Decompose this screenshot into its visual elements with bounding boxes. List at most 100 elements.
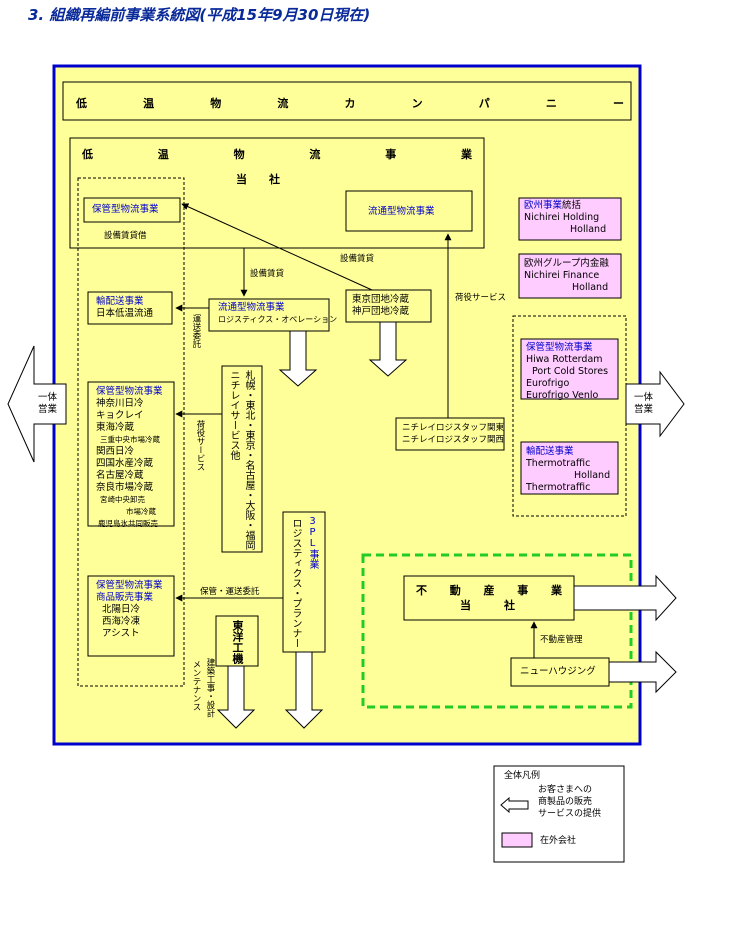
ryutsu-ops-box xyxy=(208,298,330,332)
company-header-box xyxy=(62,81,632,121)
tokyo-kobe-line2: 神戸団地冷蔵 xyxy=(352,306,410,317)
page-title: 3. 組織再編前事業系統図(平成15年9月30日現在) xyxy=(28,6,371,24)
ohshu-kinyu-text: 欧州グループ内金融 Nichirei Finance Holland xyxy=(524,258,609,294)
hokan-list-small: 宮崎中央卸売 xyxy=(100,495,145,504)
housing-right-arrow xyxy=(608,650,677,694)
euro-hokan-item: Port Cold Stores xyxy=(532,366,609,377)
fudosan-kanri-label: 不動産管理 xyxy=(540,635,583,645)
setsubi-label-2: 設備賃貸 xyxy=(250,269,285,279)
threepl-header: 3PL事業 xyxy=(307,516,318,569)
toyo-text: 東洋工機 xyxy=(231,620,244,664)
fudosan-char: 動 xyxy=(449,584,461,597)
business-char: 温 xyxy=(157,148,169,161)
company-char: ン xyxy=(411,97,423,110)
hokan-hanbai-box xyxy=(87,575,175,657)
niyaku-service-label: 荷役サービス xyxy=(455,293,507,303)
down-arrow-threepl xyxy=(284,651,324,729)
legend-arrow-line: サービスの提供 xyxy=(538,809,602,819)
euro-hokan-header: 保管型物流事業 xyxy=(526,342,593,353)
hokan-tosha-label: 保管型物流事業 xyxy=(92,204,159,215)
hokan-list-item: 奈良市場冷蔵 xyxy=(96,482,154,493)
hokan-list-item: 四国水産冷蔵 xyxy=(96,458,154,469)
ohshu-kinyu-line1: 欧州グループ内金融 xyxy=(524,258,609,269)
left-big-arrow xyxy=(7,345,67,463)
threepl-text: ロジスティクス・プランナー xyxy=(290,518,301,648)
ryutsu-tosha-box xyxy=(345,190,473,232)
hokan-hanbai-item: アシスト xyxy=(102,628,140,639)
tokyo-kobe-line1: 東京団地冷蔵 xyxy=(352,294,410,305)
unsou-itaku-label: 運送委託 xyxy=(191,314,201,348)
hokan-hanbai-item: 北陽日冷 xyxy=(102,604,141,615)
euro-yuhaiso-text: 輸配送事業 Thermotraffic Holland Thermotraffi… xyxy=(526,446,610,494)
euro-yuhaiso-header: 輸配送事業 xyxy=(526,446,574,457)
hokan-hanbai-header2: 商品販売事業 xyxy=(96,592,154,603)
legend-title: 全体凡例 xyxy=(504,771,541,781)
legend-arrow-text: お客さまへの 商製品の販売 サービスの提供 xyxy=(538,784,601,820)
down-arrow-toyo xyxy=(216,665,256,729)
business-char: 流 xyxy=(309,148,321,161)
tosha-label: 当 社 xyxy=(236,173,280,186)
fudosan-group xyxy=(361,553,633,709)
new-housing-label: ニューハウジング xyxy=(520,666,596,677)
business-char: 物 xyxy=(233,148,245,161)
ohshu-toukatsu-box xyxy=(518,197,622,241)
down-arrow-tokyo xyxy=(368,321,408,377)
company-char: ニ xyxy=(545,97,557,110)
company-char: 温 xyxy=(143,97,155,110)
euro-yuhaiso-box xyxy=(520,441,619,495)
company-char: ー xyxy=(613,97,624,110)
fudosan-char: 不 xyxy=(416,584,427,597)
setsubi-label-1: 設備賃貸借 xyxy=(104,231,147,241)
hokan-list-box xyxy=(87,381,175,527)
business-char: 低 xyxy=(82,148,93,161)
nihaiso-name: 日本低温流通 xyxy=(96,308,154,319)
hokan-list-item: 名古屋冷蔵 xyxy=(96,470,144,481)
legend-pink-swatch xyxy=(501,832,533,848)
legend-arrow-line: お客さまへの xyxy=(538,785,593,795)
staff-line1: ニチレイロジスタッフ関東 xyxy=(402,423,505,433)
nihaiso-box xyxy=(87,291,173,325)
business-char: 業 xyxy=(460,148,472,161)
ohshu-kinyu-box xyxy=(518,253,622,299)
company-char: 流 xyxy=(277,97,289,110)
ohshu-toukatsu-line1b: 統括 xyxy=(562,200,582,211)
right-big-arrow xyxy=(625,370,685,438)
legend-pink-text: 在外会社 xyxy=(540,836,577,846)
hokan-hanbai-header1: 保管型物流事業 xyxy=(96,580,163,591)
hokan-list-small: 市場冷蔵 xyxy=(126,507,156,516)
ippai-left-label: 一体 営業 xyxy=(38,392,58,415)
hokan-hanbai-item: 西海冷凍 xyxy=(102,616,141,627)
company-char: カ xyxy=(344,97,356,110)
company-char: パ xyxy=(478,97,490,110)
ohshu-kinyu-line3: Holland xyxy=(572,282,609,293)
fudosan-char: 業 xyxy=(551,584,562,597)
euro-yuhaiso-item: Thermotraffic xyxy=(526,482,591,493)
sapporo-box xyxy=(221,365,263,553)
nihaiso-header: 輸配送事業 xyxy=(96,296,144,307)
left-dashed-group xyxy=(77,177,185,687)
ryutsu-ops-name: ロジスティクス・オペレーション xyxy=(218,315,338,324)
ohshu-toukatsu-line3: Holland xyxy=(570,224,607,235)
staff-text: ニチレイロジスタッフ関東 ニチレイロジスタッフ関西 xyxy=(402,422,504,446)
fudosan-tosha: 当 社 xyxy=(460,599,515,612)
euro-yuhaiso-item: Thermotraffic xyxy=(526,458,591,469)
hokan-tosha-box xyxy=(83,197,181,223)
hokan-list-small: 鹿児島氷共同販売 xyxy=(98,519,158,528)
hokan-unsou-label: 保管・運送委託 xyxy=(200,587,260,597)
legend-arrow-icon xyxy=(500,796,529,814)
hokan-list-header: 保管型物流事業 xyxy=(96,386,163,397)
business-header-text: 低 温 物 流 事 業 xyxy=(82,146,472,162)
euro-hokan-item: Eurofrigo Venlo xyxy=(526,390,599,401)
maint-label: メンテナンス xyxy=(191,660,201,711)
fudosan-char: 産 xyxy=(483,584,495,597)
ohshu-toukatsu-line2: Nichirei Holding xyxy=(524,212,600,223)
euro-yuhaiso-item: Holland xyxy=(574,470,611,481)
hokan-list-item: 関西日冷 xyxy=(96,446,135,457)
hokan-list-item: キョクレイ xyxy=(96,410,144,421)
business-char: 事 xyxy=(385,148,397,161)
hokan-list-small: 三重中央市場冷蔵 xyxy=(100,435,160,444)
hokan-list-item: 東海冷蔵 xyxy=(96,422,135,433)
ippai-right-label: 一体 営業 xyxy=(634,392,654,415)
sapporo-text: 札幌・東北・東京・名古屋・大阪・福岡ニチレイサービス他 xyxy=(228,370,254,550)
